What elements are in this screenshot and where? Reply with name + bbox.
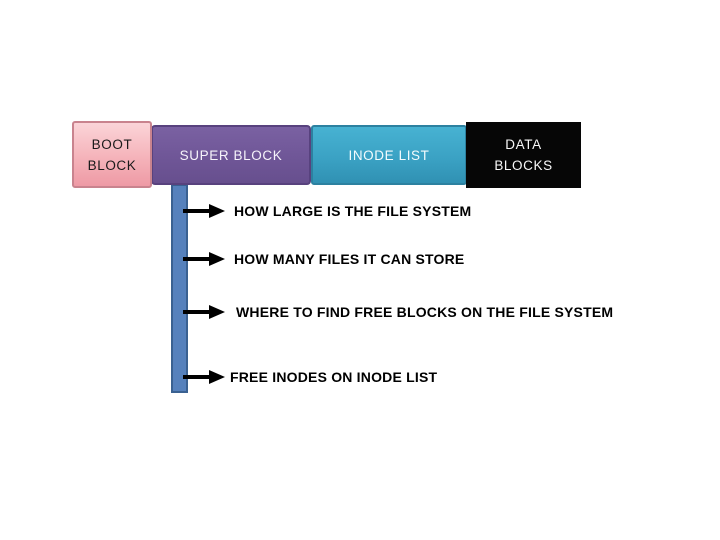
annotation-text: HOW MANY FILES IT CAN STORE [234, 251, 465, 267]
annotation-row: HOW LARGE IS THE FILE SYSTEM [182, 202, 471, 220]
annotation-row: WHERE TO FIND FREE BLOCKS ON THE FILE SY… [182, 303, 613, 321]
super-block: SUPER BLOCK [151, 125, 311, 185]
annotation-text: FREE INODES ON INODE LIST [230, 369, 438, 385]
annotation-text: HOW LARGE IS THE FILE SYSTEM [234, 203, 472, 219]
arrow-right-icon [183, 252, 225, 266]
boot-block-label-line2: BLOCK [87, 157, 137, 173]
arrow-right-icon [183, 305, 225, 319]
arrow-right-icon [183, 204, 225, 218]
connector-bar [171, 184, 188, 393]
inode-list-block: INODE LIST [311, 125, 467, 185]
data-blocks-block: DATA BLOCKS [466, 122, 581, 188]
super-block-label: SUPER BLOCK [179, 147, 283, 163]
data-blocks-label-line1: DATA [505, 137, 542, 152]
boot-block: BOOT BLOCK [72, 121, 152, 188]
boot-block-label-line1: BOOT [91, 136, 133, 152]
inode-list-label: INODE LIST [348, 147, 430, 163]
data-blocks-label-line2: BLOCKS [494, 158, 553, 173]
annotation-text: WHERE TO FIND FREE BLOCKS ON THE FILE SY… [236, 304, 614, 320]
annotation-row: HOW MANY FILES IT CAN STORE [182, 250, 464, 268]
annotation-row: FREE INODES ON INODE LIST [182, 368, 437, 386]
arrow-right-icon [183, 370, 225, 384]
